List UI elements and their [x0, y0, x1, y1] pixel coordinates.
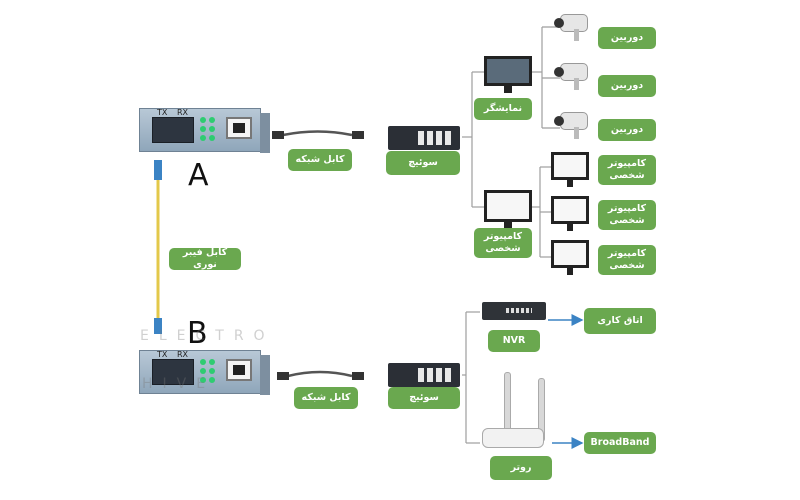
label-network-cable-bottom: کابل شبکه — [294, 387, 358, 409]
label-monitor: نمایشگر — [474, 98, 532, 120]
label-switch-bottom: سوئیچ — [388, 387, 460, 409]
rj45-port — [226, 359, 252, 381]
media-converter-b: TX RX — [139, 350, 270, 395]
switch-bottom-device — [388, 363, 460, 387]
label-camera-2: دوربین — [598, 75, 656, 97]
pc-hub-device — [484, 190, 532, 229]
label-network-cable-top: کابل شبکه — [288, 149, 352, 171]
label-nvr: NVR — [488, 330, 540, 352]
rx-label: RX — [177, 108, 189, 117]
rj45-port — [226, 117, 252, 139]
label-broadband: BroadBand — [584, 432, 656, 454]
camera-3-device — [554, 112, 588, 139]
label-router: روتر — [490, 456, 552, 480]
camera-2-device — [554, 63, 588, 90]
label-switch-top: سوئیچ — [386, 151, 460, 175]
status-leds — [200, 357, 220, 387]
label-pc-right-1: کامپیوتر شخصی — [598, 155, 656, 185]
label-letter-a: A — [188, 158, 209, 193]
label-camera-3: دوربین — [598, 119, 656, 141]
camera-1-device — [554, 14, 588, 41]
watermark-top: ELECTRO — [140, 328, 275, 344]
label-camera-1: دوربین — [598, 27, 656, 49]
ethernet-cable-top — [272, 130, 364, 139]
status-leds — [200, 115, 220, 145]
label-pc-right-3: کامپیوتر شخصی — [598, 245, 656, 275]
nvr-device — [482, 302, 546, 320]
label-pc-right-2: کامپیوتر شخصی — [598, 200, 656, 230]
label-fiber-cable: کابل فیبر نوری — [169, 247, 241, 270]
router-device — [482, 428, 544, 448]
fiber-port: TX RX — [152, 350, 194, 385]
tx-label: TX — [157, 350, 168, 359]
pc-3-device — [551, 240, 589, 275]
rx-label: RX — [177, 350, 189, 359]
watermark-bottom: HIVE — [142, 376, 216, 392]
fiber-port: TX RX — [152, 108, 194, 143]
monitor-device — [484, 56, 532, 93]
pc-2-device — [551, 196, 589, 231]
label-letter-b: B — [187, 316, 208, 351]
router-antenna-left — [504, 372, 511, 436]
switch-top-device — [388, 126, 460, 150]
tx-label: TX — [157, 108, 168, 117]
ethernet-cable-bottom — [277, 370, 364, 380]
label-pc-hub: کامپیوتر شخصی — [474, 228, 532, 258]
media-converter-a: TX RX — [139, 108, 270, 153]
label-control-room: اتاق کاری — [584, 308, 656, 334]
fiber-cable — [154, 160, 162, 334]
pc-1-device — [551, 152, 589, 187]
